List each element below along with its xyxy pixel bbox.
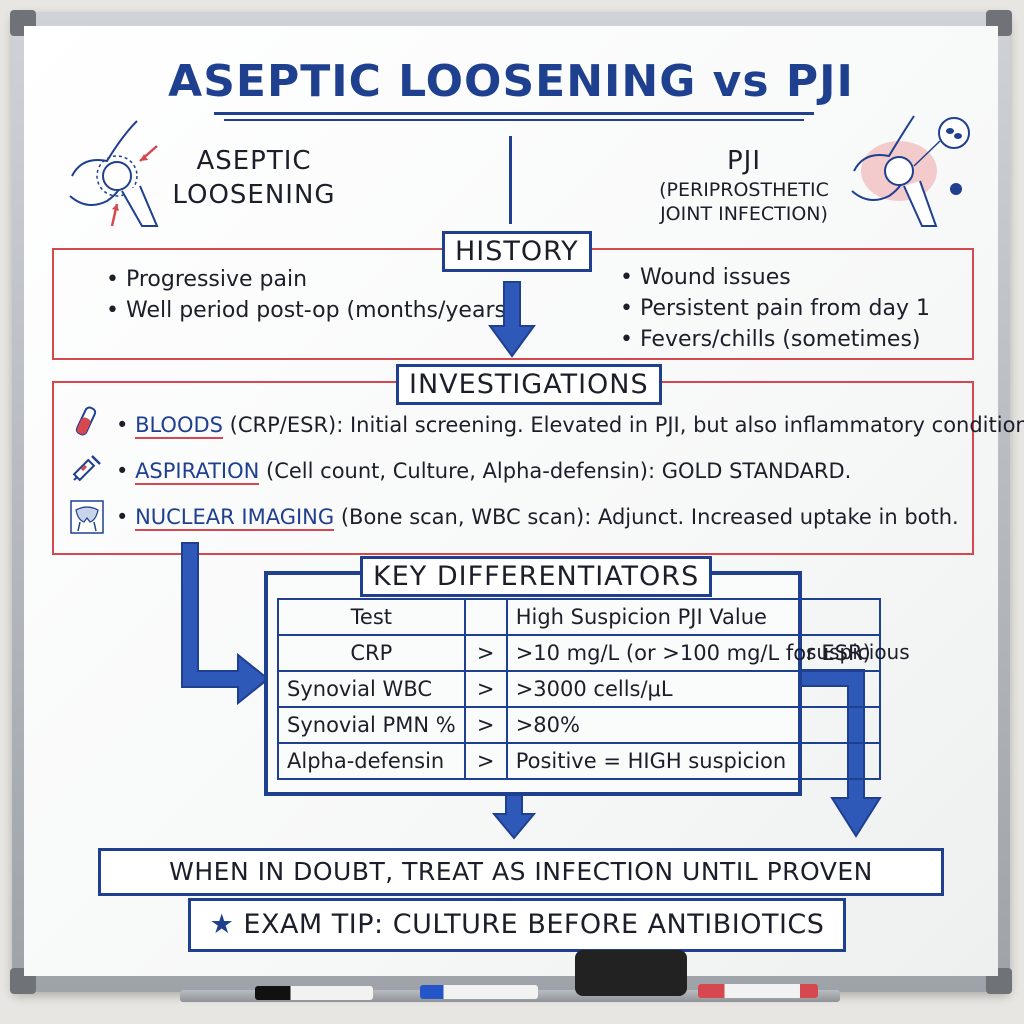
pji-heading-line3: JOINT INFECTION) [660, 203, 828, 225]
blue-marker[interactable] [420, 985, 538, 999]
investigation-row: • NUCLEAR IMAGING (Bone scan, WBC scan):… [116, 505, 959, 531]
syringe-icon [72, 455, 101, 482]
key-differentiators-label: KEY DIFFERENTIATORS [360, 556, 713, 597]
conclusion-banner: WHEN IN DOUBT, TREAT AS INFECTION UNTIL … [98, 848, 944, 928]
history-item: Persistent pain from day 1 [620, 293, 930, 324]
table-cell: Synovial WBC [277, 670, 466, 708]
whiteboard-surface: ASEPTIC LOOSENING vs PJI ASEPTIC LOOSENI… [24, 26, 1024, 976]
pji-heading-line2: (PERIPROSTHETIC [659, 179, 829, 201]
history-pji-list: Wound issues Persistent pain from day 1 … [620, 262, 930, 355]
table-cell: > [463, 670, 508, 708]
history-item: Well period post-op (months/years) [106, 295, 515, 326]
table-cell: > [463, 742, 508, 780]
history-down-arrow [488, 281, 536, 358]
history-label: HISTORY [442, 231, 592, 272]
exam-tip-banner: ★ EXAM TIP: CULTURE BEFORE ANTIBIOTICS [188, 898, 846, 952]
table-cell: Positive = HIGH suspicion [505, 742, 881, 780]
infected-hip-icon [851, 115, 970, 227]
blood-tube-icon [75, 406, 97, 436]
history-item: Wound issues [620, 262, 930, 293]
table-header-cell: High Suspicion PJI Value [505, 598, 881, 636]
left-elbow-arrow [181, 542, 270, 706]
investigation-detail: (CRP/ESR): Initial screening. Elevated i… [222, 413, 1024, 437]
whiteboard-eraser[interactable] [575, 950, 687, 996]
investigation-row: • ASPIRATION (Cell count, Culture, Alpha… [116, 459, 852, 485]
investigation-key: ASPIRATION [135, 459, 260, 485]
pji-heading: PJI (PERIPROSTHETIC JOINT INFECTION) [644, 144, 844, 226]
table-row: CRP > >10 mg/L (or >100 mg/L for ESR) [277, 634, 881, 672]
investigation-detail: (Cell count, Culture, Alpha-defensin): G… [259, 459, 852, 483]
table-cell: >3000 cells/μL [505, 670, 881, 708]
table-cell: >80% [505, 706, 881, 744]
investigation-detail: (Bone scan, WBC scan): Adjunct. Increase… [334, 505, 959, 529]
table-row: Synovial WBC > >3000 cells/μL [277, 670, 881, 708]
table-cell: > [463, 634, 508, 672]
exam-tip-text: EXAM TIP: CULTURE BEFORE ANTIBIOTICS [243, 909, 825, 940]
history-item: Fevers/chills (sometimes) [620, 324, 930, 355]
table-cell: >10 mg/L (or >100 mg/L for ESR) [505, 634, 881, 672]
title-underline [214, 112, 814, 115]
investigation-key: BLOODS [135, 413, 223, 439]
suspicious-note: suspicious [806, 640, 910, 664]
red-marker[interactable] [698, 984, 818, 998]
table-cell: Alpha-defensin [277, 742, 466, 780]
board-title: ASEPTIC LOOSENING vs PJI [168, 56, 854, 107]
black-marker[interactable] [255, 986, 373, 1000]
aseptic-heading-line2: LOOSENING [172, 180, 336, 210]
table-header-cell [463, 598, 508, 636]
star-icon: ★ [209, 909, 235, 940]
history-aseptic-list: Progressive pain Well period post-op (mo… [106, 264, 515, 326]
investigation-row: • BLOODS (CRP/ESR): Initial screening. E… [116, 410, 1024, 440]
table-cell: CRP [277, 634, 466, 672]
table-row: Alpha-defensin > Positive = HIGH suspici… [277, 742, 881, 780]
table-header-cell: Test [277, 598, 466, 636]
pji-heading-line1: PJI [726, 146, 761, 176]
center-divider [509, 136, 512, 224]
table-cell: > [463, 706, 508, 744]
history-item: Progressive pain [106, 264, 515, 295]
table-cell: Synovial PMN % [277, 706, 466, 744]
pelvis-scan-icon [70, 500, 104, 534]
investigation-key: NUCLEAR IMAGING [135, 505, 335, 531]
aseptic-heading: ASEPTIC LOOSENING [164, 144, 344, 212]
investigations-label: INVESTIGATIONS [396, 364, 662, 405]
key-differentiators-table: Test High Suspicion PJI Value CRP > >10 … [277, 598, 881, 780]
table-header-row: Test High Suspicion PJI Value [277, 598, 881, 636]
aseptic-heading-line1: ASEPTIC [196, 146, 312, 176]
hip-joint-icon [69, 120, 159, 227]
title-underline [224, 119, 804, 121]
investigations-list: • BLOODS (CRP/ESR): Initial screening. E… [116, 410, 1024, 532]
table-row: Synovial PMN % > >80% [277, 706, 881, 744]
